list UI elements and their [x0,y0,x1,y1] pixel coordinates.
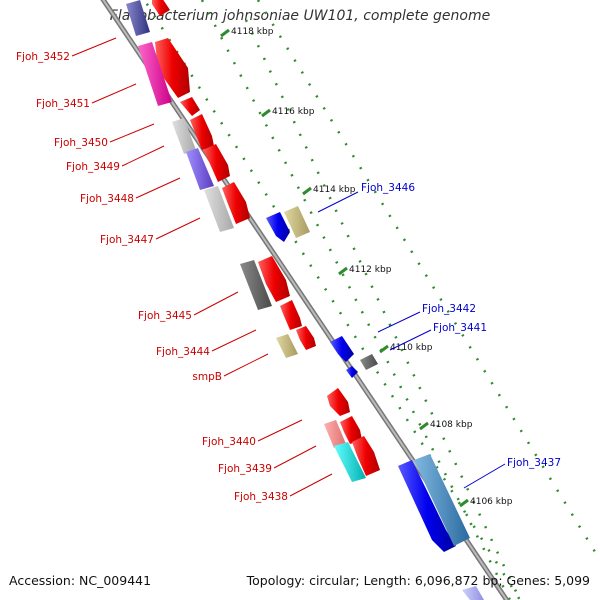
gene-fjoh-3452-box[interactable] [152,0,170,16]
ruler-tick-label: 4106 kbp [470,497,513,507]
forward-gene-track [152,0,380,476]
ruler-tick [220,28,230,38]
gene-label-reverse[interactable]: Fjoh_3446 [361,182,415,194]
leader-line [463,463,506,489]
gene-fjoh-3450b-box[interactable] [190,114,214,150]
gene-label-forward[interactable]: Fjoh_3451 [36,98,90,110]
leader-line [389,329,432,351]
gene-fjoh-3441-partner-box[interactable] [360,354,378,370]
block-fjoh-3445[interactable] [240,260,272,310]
gene-label-forward[interactable]: Fjoh_3439 [218,463,272,475]
gene-fjoh-3441-box[interactable] [346,366,358,378]
label-leaders [71,37,506,497]
gene-label-forward[interactable]: Fjoh_3450 [54,137,108,149]
leader-line [273,445,317,469]
ruler-tick-label: 4110 kbp [390,343,433,353]
leader-line [317,191,359,213]
gene-label-reverse[interactable]: Fjoh_3441 [433,322,487,334]
gene-fjoh-3446-partner-box[interactable] [284,206,310,238]
ruler-tick [419,421,429,431]
gene-label-reverse[interactable]: Fjoh_3442 [422,303,476,315]
leader-line [223,353,269,377]
gene-fjoh-3448-box[interactable] [222,182,250,224]
gene-fjoh-3451-box[interactable] [155,38,190,98]
reverse-gene-track [266,206,484,600]
leader-line [289,473,333,497]
gene-fjoh-3437-block[interactable] [414,454,470,546]
gene-fjoh-3450a-box[interactable] [180,97,200,116]
genome-title: Flavobacterium johnsoniae UW101, complet… [109,8,491,24]
gene-label-forward[interactable]: Fjoh_3452 [16,51,70,63]
gene-fjoh-3437-box[interactable] [398,460,456,552]
gene-label-forward[interactable]: smpB [192,371,222,383]
gene-fjoh-3446-box[interactable] [266,212,290,242]
gene-label-forward[interactable]: Fjoh_3449 [66,161,120,173]
ruler-tick-label: 4112 kbp [349,265,392,275]
ruler-tick [338,266,348,276]
leader-line [109,123,155,143]
accession-text: Accession: NC_009441 [9,573,152,588]
ruler: 4118 kbp 4116 kbp 4114 kbp 4112 kbp 4110 kbp… [220,27,513,508]
block-fjoh-3444[interactable] [276,334,298,358]
gene-fjoh-3442-box[interactable] [330,336,354,362]
ruler-tick [459,498,469,508]
ruler-tick [261,108,271,118]
gene-fjoh-3449-box[interactable] [203,144,230,182]
gene-edge-block[interactable] [462,586,484,600]
gene-label-reverse[interactable]: Fjoh_3437 [507,457,561,469]
gene-label-forward[interactable]: Fjoh_3445 [138,310,192,322]
ruler-tick-label: 4116 kbp [272,107,315,117]
gene-label-forward[interactable]: Fjoh_3448 [80,193,134,205]
ruler-tick [379,344,389,354]
gene-fjoh-3440-box[interactable] [340,416,362,444]
leader-line [193,291,239,316]
ruler-tick-label: 4118 kbp [231,27,274,37]
block-fjoh-3448[interactable] [204,186,234,232]
gene-fjoh-3444a-box[interactable] [280,300,302,330]
ruler-tick [302,186,312,196]
leader-line [121,145,165,167]
block-fjoh-3450[interactable] [172,118,196,154]
gene-label-forward[interactable]: Fjoh_3444 [156,346,210,358]
leader-line [91,83,137,104]
leader-line [377,311,421,333]
ruler-tick-label: 4108 kbp [430,420,473,430]
leader-line [211,329,257,352]
gene-labels: Fjoh_3452Fjoh_3451Fjoh_3450Fjoh_3449Fjoh… [16,51,561,503]
ortholog-track [126,0,366,482]
topology-text: Topology: circular; Length: 6,096,872 bp… [246,573,590,588]
block-fjoh-3439[interactable] [334,442,366,482]
gene-fjoh-3444b-box[interactable] [296,326,316,350]
track-guides [143,0,600,600]
ruler-tick-label: 4114 kbp [313,185,356,195]
block-fjoh-3452[interactable] [126,0,150,36]
guide-dots-3 [256,0,600,561]
block-fjoh-3449[interactable] [186,148,214,190]
gene-fjoh-3445-box[interactable] [258,256,290,302]
guide-dots-0 [143,0,522,600]
block-fjoh-3451[interactable] [138,42,172,106]
gene-label-forward[interactable]: Fjoh_3447 [100,234,154,246]
leader-line [257,419,303,442]
leader-line [135,177,181,199]
leader-line [71,37,117,57]
gene-label-forward[interactable]: Fjoh_3438 [234,491,288,503]
gene-label-forward[interactable]: Fjoh_3440 [202,436,256,448]
guide-dots-1 [200,0,512,600]
gene-fjoh-3439-box[interactable] [352,436,380,476]
leader-line [155,217,201,240]
block-fjoh-3440[interactable] [324,420,346,448]
gene-smpb-box[interactable] [327,388,350,416]
